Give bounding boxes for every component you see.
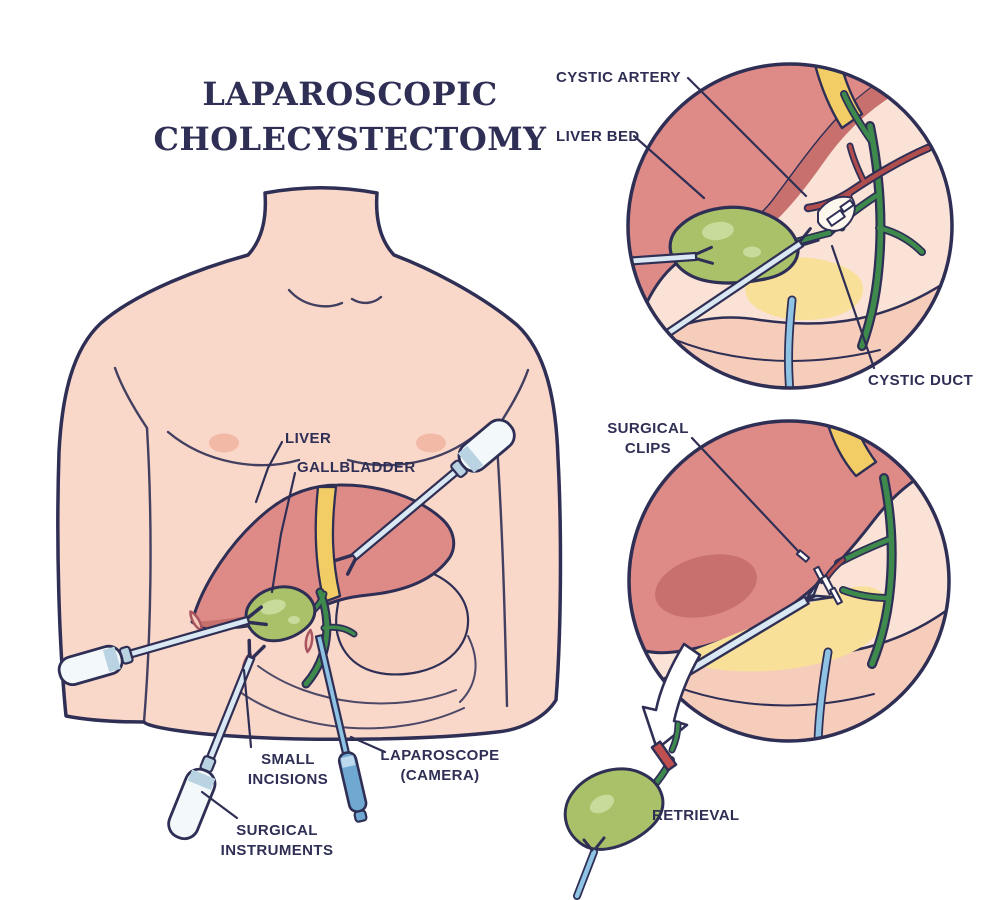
- cystic-artery-vessels: [803, 142, 933, 232]
- label-liver-bed: LIVER BED: [556, 128, 640, 145]
- falciform-ligament: [314, 485, 342, 604]
- label-laparoscope-line2: (CAMERA): [400, 766, 480, 784]
- cystic-duct-leader-line: [830, 244, 876, 370]
- grasper-jaws: [247, 638, 266, 660]
- laparoscope-camera: [314, 634, 368, 823]
- label-surgical-clips: SURGICAL CLIPS: [602, 419, 694, 458]
- gallbladder-leader-line: [270, 471, 297, 594]
- clip: [826, 209, 846, 227]
- label-liver: LIVER: [285, 430, 332, 447]
- inset-clipping: [627, 419, 951, 743]
- intestines: [239, 635, 477, 730]
- gallbladder-inset-highlight-2: [743, 246, 761, 258]
- retrieval-grasper: [573, 836, 606, 900]
- laparoscope-leader-line: [349, 735, 387, 754]
- small-incisions-leader-line: [242, 668, 253, 749]
- gallbladder-highlight-2: [288, 616, 300, 624]
- incision-mark: [304, 628, 314, 654]
- nipple-left: [209, 433, 239, 453]
- retrieval-clip: [650, 740, 678, 772]
- scope-eyepiece: [353, 809, 368, 823]
- label-retrieval: RETRIEVAL: [652, 807, 740, 824]
- gallbladder-main: [244, 585, 317, 643]
- liver-shading: [192, 600, 312, 629]
- title-line-1: LAPAROSCOPIC: [202, 75, 498, 113]
- label-surgical-clips-line1: SURGICAL: [607, 420, 689, 437]
- hepatic-ducts: [834, 473, 897, 669]
- drain-tube-top: [784, 295, 797, 388]
- grasper-left: [57, 605, 268, 687]
- label-surgical-clips-line2: CLIPS: [624, 439, 672, 457]
- intestine-arc-2: [239, 691, 465, 730]
- main-leader-lines: [200, 440, 387, 820]
- fat-pad: [687, 586, 889, 672]
- cystic-artery-leader-line: [686, 76, 808, 198]
- handle-band: [457, 445, 484, 473]
- scissor-blade: [804, 578, 821, 601]
- label-surgical-instruments-line2: INSTRUMENTS: [220, 841, 334, 859]
- gallbladder-shape: [244, 585, 317, 643]
- instrument-shaft: [628, 251, 698, 273]
- scissor-blade: [805, 594, 835, 603]
- inset-grasper-left: [628, 245, 715, 273]
- label-small-incisions-line2: INCISIONS: [247, 770, 329, 788]
- inset-dissection: [626, 62, 954, 390]
- colon-arc: [459, 635, 477, 703]
- label-small-incisions: SMALL INCISIONS: [238, 750, 338, 789]
- scope-band: [340, 755, 356, 768]
- page-title: LAPAROSCOPIC CHOLECYSTECTOMY: [140, 72, 560, 162]
- label-surgical-instruments: SURGICAL INSTRUMENTS: [218, 821, 336, 860]
- grasper-lower-left: [167, 638, 266, 841]
- intestine-arc-1: [257, 665, 457, 705]
- label-laparoscope: LAPAROSCOPE (CAMERA): [378, 746, 502, 785]
- retrieval-arrow: [641, 642, 702, 751]
- liver-leader-line: [254, 440, 284, 504]
- retrieved-gallbladder-shape: [563, 767, 665, 851]
- drain-tube-mid: [813, 647, 833, 741]
- title-line-2: CHOLECYSTECTOMY: [153, 119, 547, 158]
- liver-bed-leader-line: [632, 134, 706, 200]
- gallbladder-inset-highlight: [702, 221, 734, 241]
- surgical-clips-cluster: [795, 549, 843, 606]
- liver-bed-spot: [655, 554, 757, 618]
- label-small-incisions-line1: SMALL: [261, 751, 315, 768]
- clip-applier-tip: [826, 199, 855, 227]
- retrieved-gallbladder: [563, 720, 682, 900]
- handle-band: [102, 646, 121, 673]
- handle-band: [187, 769, 216, 791]
- grasper-upper-right: [334, 418, 516, 576]
- label-surgical-instruments-line1: SURGICAL: [236, 822, 318, 839]
- inset-top-leader-lines: [632, 76, 876, 370]
- retrieved-gallbladder-highlight: [589, 794, 615, 814]
- surgical-instruments-leader-line: [200, 790, 239, 820]
- label-cystic-duct: CYSTIC DUCT: [868, 372, 974, 389]
- inset-clipping-border: [627, 419, 951, 743]
- clip: [839, 199, 855, 213]
- nipple-right: [416, 433, 446, 453]
- gallbladder-highlight: [260, 599, 286, 615]
- label-laparoscope-line1: LAPAROSCOPE: [380, 747, 500, 764]
- inset-dissection-border: [626, 62, 954, 390]
- surgical-clips-leader-line: [690, 436, 801, 554]
- label-cystic-artery: CYSTIC ARTERY: [556, 69, 681, 86]
- label-gallbladder: GALLBLADDER: [297, 459, 416, 476]
